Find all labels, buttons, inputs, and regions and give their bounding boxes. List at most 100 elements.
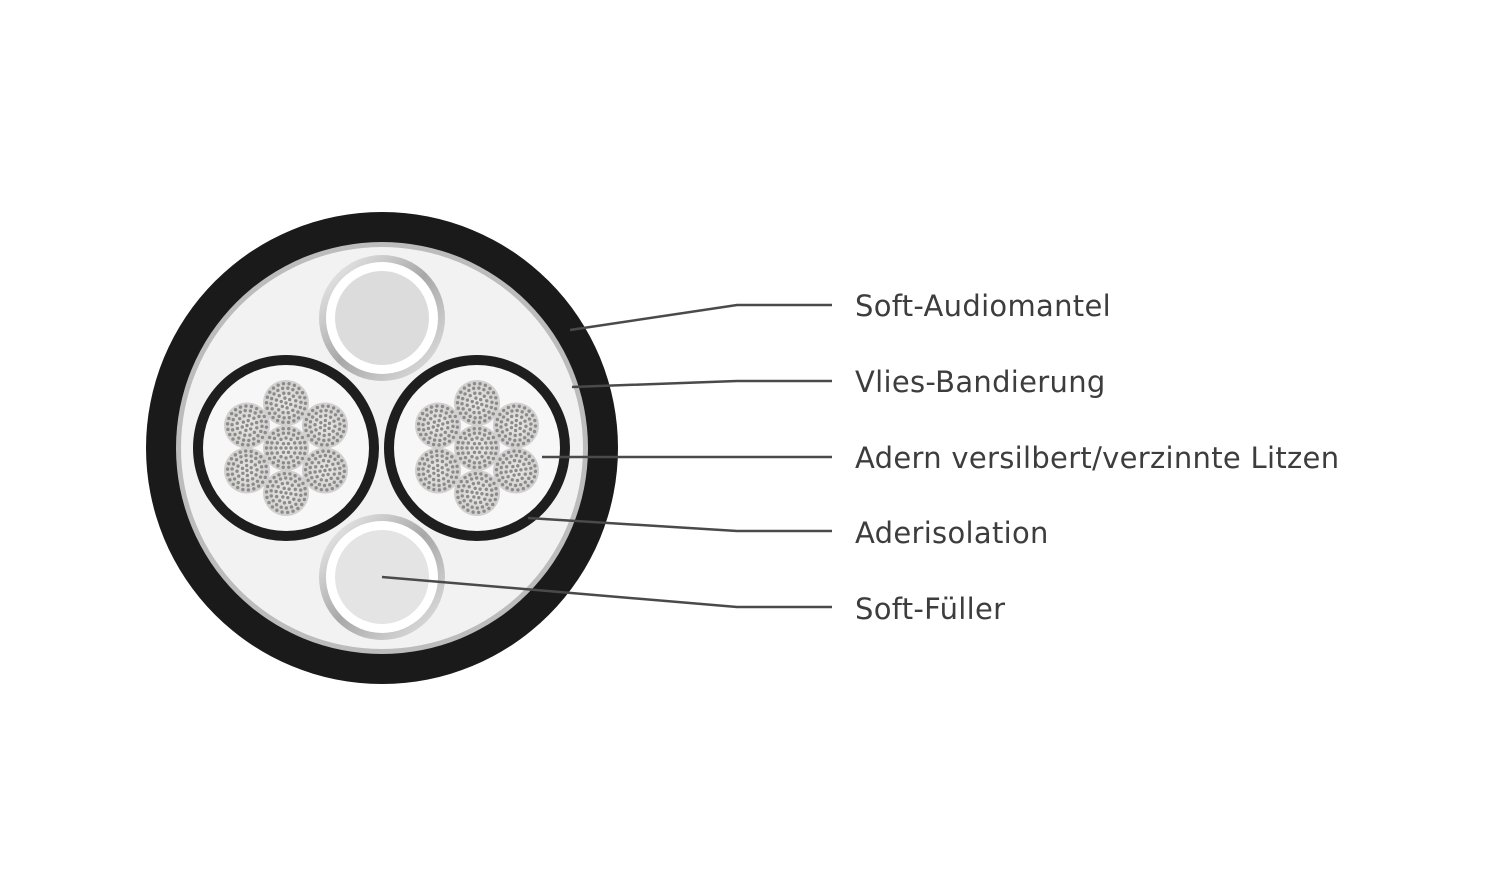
strand-wire	[341, 429, 346, 434]
strand-wire	[490, 400, 494, 404]
strand-wire	[244, 428, 248, 433]
strand-wire	[313, 465, 318, 469]
strand-wire	[509, 454, 513, 458]
strand-wire	[338, 422, 342, 426]
strand-wire	[510, 420, 514, 425]
strand-wire	[238, 410, 242, 414]
strand-wire	[483, 413, 487, 418]
strand-wire	[327, 438, 331, 442]
strand-wire	[532, 429, 537, 434]
strand-wire	[267, 435, 272, 440]
strand-wire	[252, 416, 256, 420]
strand-wire	[443, 487, 447, 491]
strand-wire	[239, 460, 244, 464]
strand-wire	[269, 489, 273, 493]
strand-wire	[331, 462, 335, 466]
strand-wire	[483, 464, 487, 468]
strand-wire	[324, 408, 328, 413]
strand-wire	[283, 396, 287, 400]
strand-wire	[286, 450, 291, 455]
strand-wire	[337, 427, 342, 431]
strand-wire	[264, 470, 269, 474]
strand-wire	[472, 381, 477, 386]
strand-wire	[429, 450, 433, 454]
strand-wire	[514, 418, 519, 423]
strand-wire	[291, 387, 295, 392]
strand-wire	[421, 428, 426, 432]
strand-wire	[268, 479, 272, 484]
strand-wire	[271, 431, 275, 435]
strand-wire	[523, 451, 527, 455]
strand-wire	[291, 408, 295, 413]
strand-wire	[315, 450, 320, 455]
strand-wire	[281, 420, 285, 424]
strand-wire	[446, 479, 451, 483]
strand-wire	[320, 464, 324, 469]
strand-wire	[303, 446, 308, 450]
strand-wire	[470, 437, 474, 442]
strand-wire	[234, 458, 239, 462]
strand-wire	[422, 462, 427, 466]
strand-wire	[524, 424, 528, 428]
strand-wire	[504, 470, 508, 474]
strand-wire	[282, 501, 287, 505]
strand-wire	[448, 460, 453, 464]
strand-wire	[255, 426, 259, 430]
strand-wire	[440, 404, 445, 409]
strand-wire	[526, 484, 530, 488]
strand-wire	[279, 399, 283, 404]
strand-wire	[494, 446, 499, 450]
strand-wire	[513, 428, 518, 433]
strand-wire	[324, 478, 329, 483]
strand-wire	[249, 470, 254, 475]
strand-wire	[455, 419, 459, 424]
strand-wire	[422, 417, 426, 422]
strand-wire	[276, 459, 281, 463]
strand-wire	[467, 428, 471, 432]
strand-wire	[306, 478, 310, 483]
strand-wire	[303, 423, 308, 427]
strand-wire	[336, 454, 341, 459]
strand-wire	[487, 506, 491, 511]
strand-wire	[274, 403, 278, 407]
strand-wire	[437, 483, 441, 488]
strand-wire	[446, 468, 450, 472]
strand-wire	[337, 471, 342, 476]
strand-wire	[483, 497, 487, 501]
strand-wire	[272, 455, 277, 460]
strand-wire	[475, 506, 480, 510]
strand-wire	[298, 405, 303, 410]
strand-wire	[456, 406, 460, 410]
strand-wire	[324, 413, 328, 418]
strand-wire	[494, 467, 499, 472]
strand-wire	[259, 419, 264, 423]
strand-wire	[322, 428, 327, 433]
strand-wire	[469, 499, 473, 503]
strand-wire	[516, 443, 520, 447]
strand-wire	[303, 401, 308, 405]
strand-wire	[515, 408, 519, 413]
strand-wire	[342, 469, 347, 474]
strand-wire	[482, 459, 487, 463]
strand-wire	[451, 424, 455, 429]
strand-wire	[523, 419, 527, 423]
strand-wire	[340, 458, 344, 463]
strand-wire	[297, 461, 301, 465]
strand-wire	[268, 390, 272, 394]
strand-wire	[329, 476, 333, 481]
strand-wire	[263, 475, 267, 480]
strand-wire	[280, 386, 285, 391]
strand-wire	[426, 440, 431, 445]
strand-wire	[478, 391, 482, 396]
strand-wire	[514, 423, 518, 428]
strand-wire	[235, 469, 239, 473]
strand-wire	[468, 393, 472, 398]
strand-wire	[294, 446, 298, 450]
strand-wire	[445, 406, 450, 411]
strand-wire	[264, 446, 269, 450]
strand-wire	[328, 483, 332, 487]
strand-wire	[333, 467, 337, 471]
strand-wire	[434, 408, 438, 413]
strand-wire	[301, 481, 305, 486]
strand-wire	[296, 410, 300, 414]
